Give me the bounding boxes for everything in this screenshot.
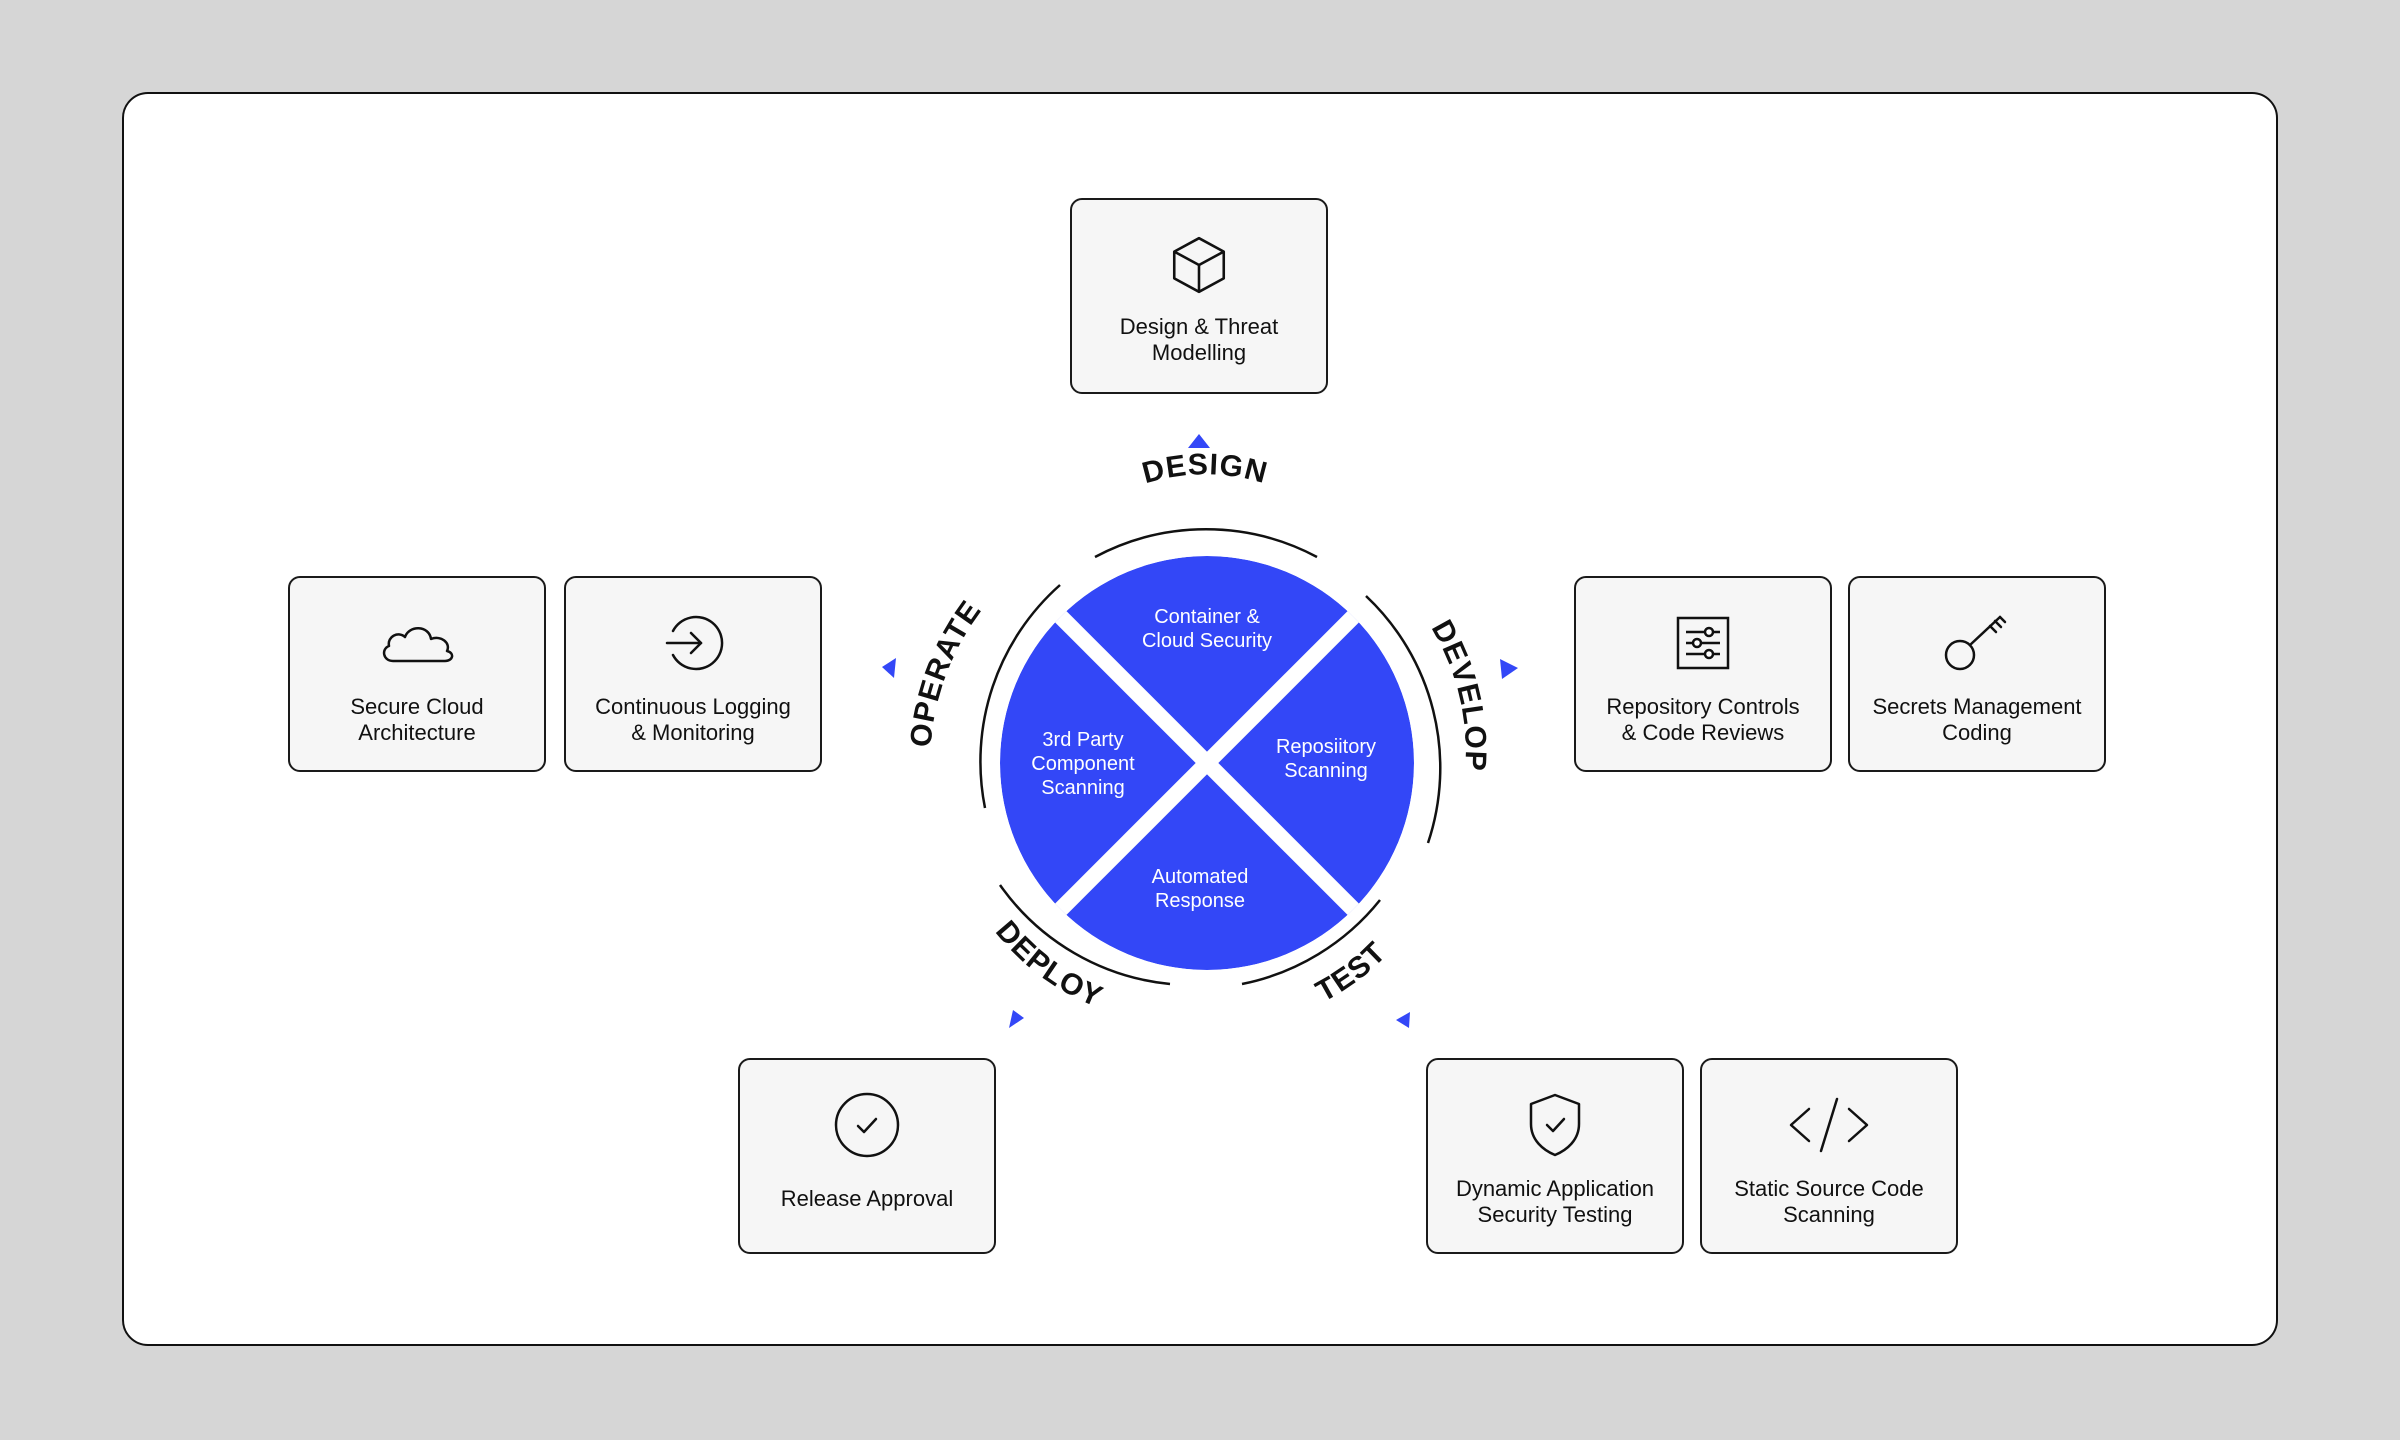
security-wheel <box>1000 556 1414 970</box>
card-label: Continuous Logging & Monitoring <box>595 694 791 745</box>
sliders-icon <box>1576 608 1830 678</box>
card-label: Release Approval <box>780 1186 954 1211</box>
card-secure-cloud-architecture[interactable]: Secure Cloud Architecture <box>288 576 546 772</box>
card-label: Design & Threat Modelling <box>1119 314 1279 365</box>
arrow-operate <box>882 658 896 678</box>
card-secrets-management-coding[interactable]: Secrets Management Coding <box>1848 576 2106 772</box>
phase-label-design: DESIGN <box>1139 448 1271 490</box>
phase-label-develop: DEVELOP <box>1425 615 1492 773</box>
check-circle-icon <box>740 1090 994 1160</box>
cube-icon <box>1072 230 1326 300</box>
card-label: Repository Controls & Code Reviews <box>1606 694 1800 745</box>
code-icon <box>1702 1090 1956 1160</box>
arrow-test <box>1396 1012 1410 1028</box>
cloud-icon <box>290 608 544 678</box>
card-dynamic-application-security-testing[interactable]: Dynamic Application Security Testing <box>1426 1058 1684 1254</box>
card-continuous-logging-monitoring[interactable]: Continuous Logging & Monitoring <box>564 576 822 772</box>
arrow-circle-icon <box>566 608 820 678</box>
phase-label-operate: OPERATE <box>904 594 988 748</box>
arrow-design <box>1188 434 1210 448</box>
card-design-threat-modelling[interactable]: Design & Threat Modelling <box>1070 198 1328 394</box>
card-label: Dynamic Application Security Testing <box>1455 1176 1655 1227</box>
cycle-arcs <box>979 528 1442 986</box>
card-repository-controls-code-reviews[interactable]: Repository Controls & Code Reviews <box>1574 576 1832 772</box>
phase-label-test: TEST <box>1311 936 1393 1009</box>
key-icon <box>1850 608 2104 678</box>
arrow-develop <box>1500 659 1518 679</box>
card-label: Secure Cloud Architecture <box>350 694 484 745</box>
card-static-source-code-scanning[interactable]: Static Source Code Scanning <box>1700 1058 1958 1254</box>
card-label: Static Source Code Scanning <box>1734 1176 1924 1227</box>
card-label: Secrets Management Coding <box>1872 694 2082 745</box>
shield-check-icon <box>1428 1090 1682 1160</box>
card-release-approval[interactable]: Release Approval <box>738 1058 996 1254</box>
arrow-deploy <box>1009 1010 1024 1028</box>
wheel-label-container-cloud-security: Container &Cloud Security <box>1142 606 1272 652</box>
